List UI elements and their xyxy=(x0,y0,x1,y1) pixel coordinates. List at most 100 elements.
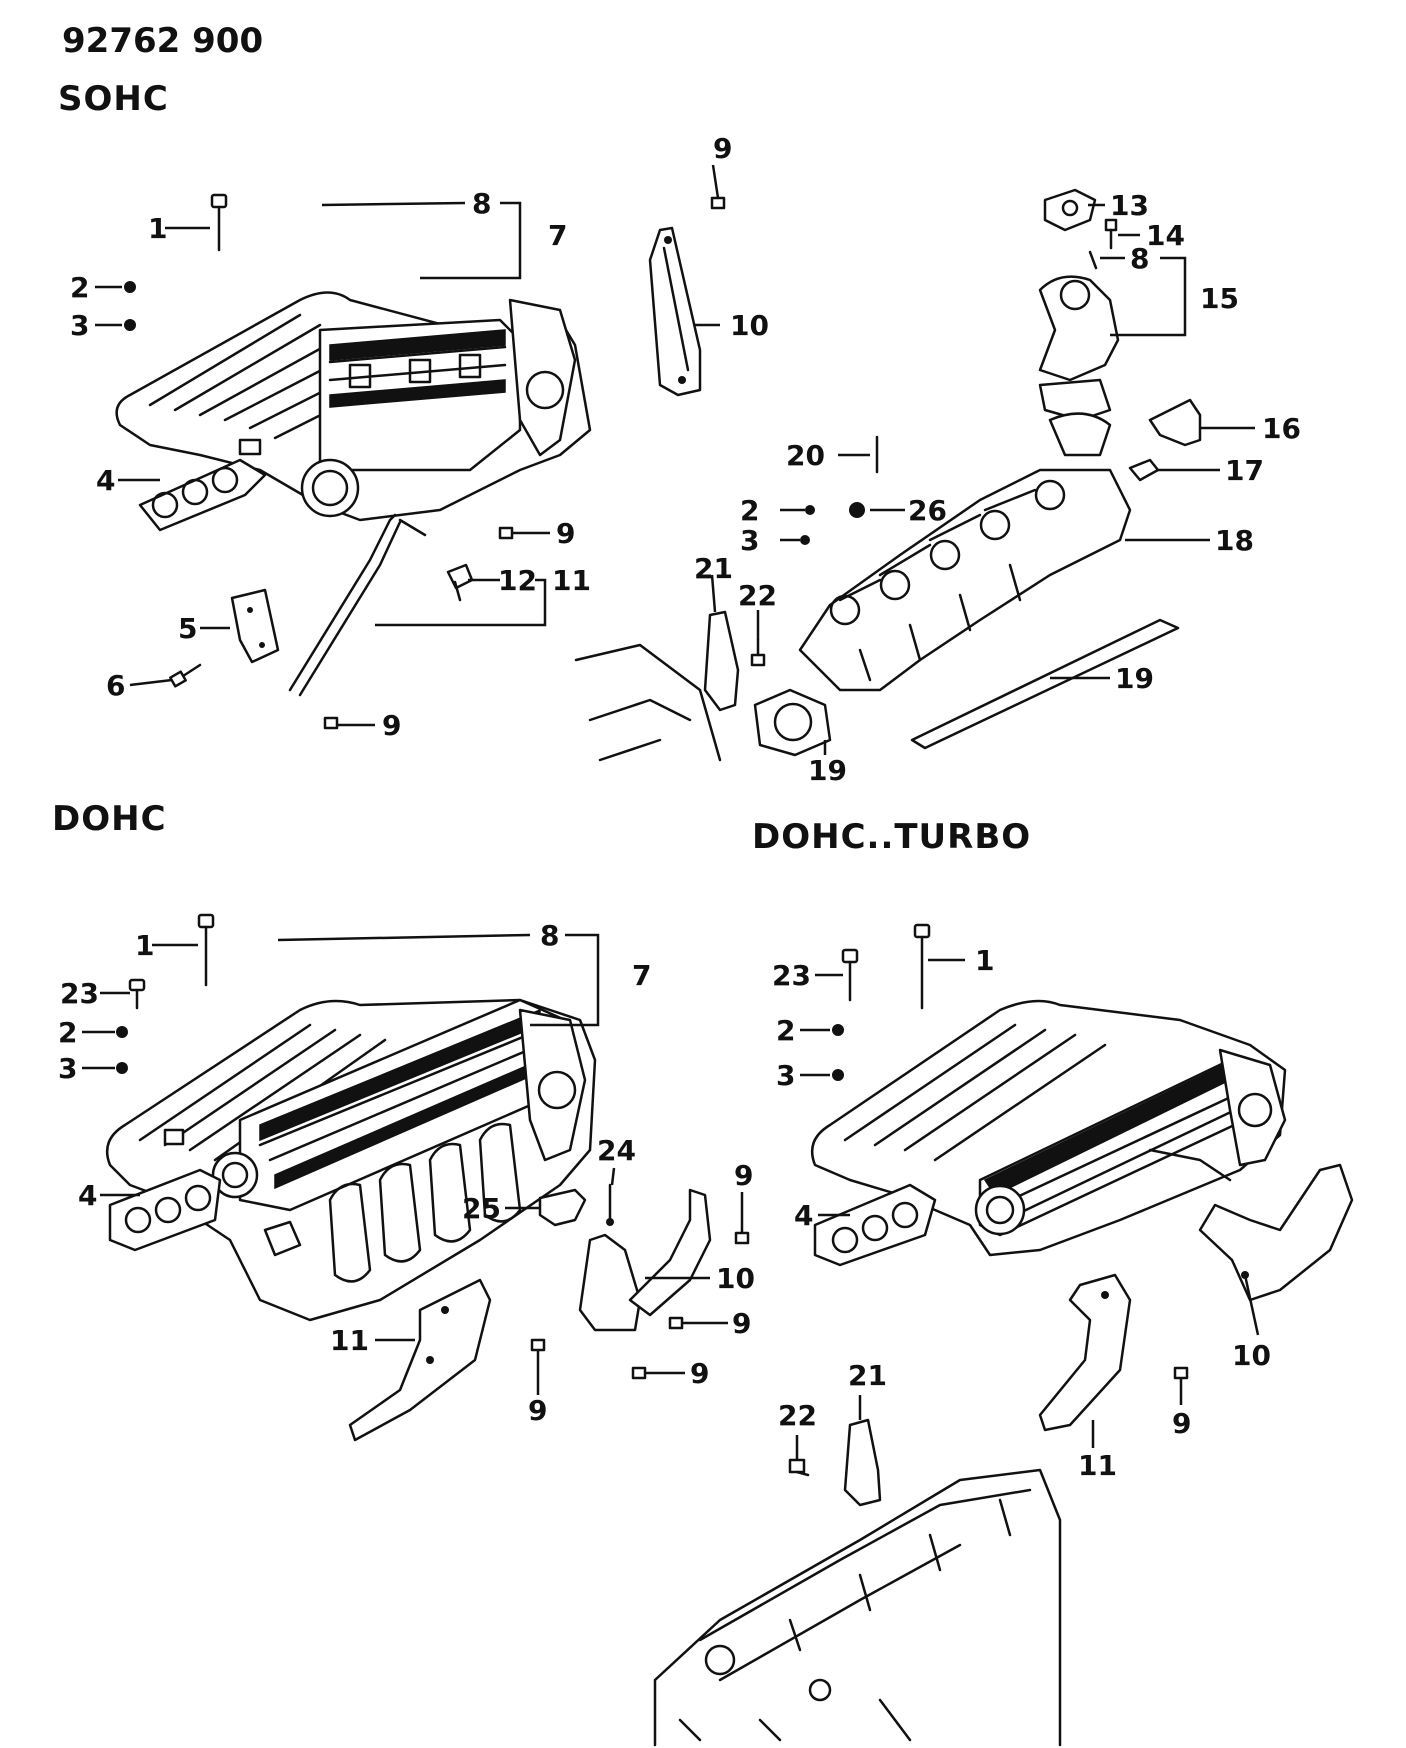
callout-15: 15 xyxy=(1200,282,1239,315)
callout-18: 18 xyxy=(1215,524,1254,557)
sohc-thermostat-housing xyxy=(1038,188,1120,457)
sohc-bolt-6 xyxy=(169,663,202,688)
callout-24: 24 xyxy=(597,1134,636,1167)
sohc-leader-lines xyxy=(95,164,1255,755)
callout-5: 5 xyxy=(178,612,197,645)
dohc-callouts: 1 23 2 3 4 7 8 24 25 9 10 9 9 9 11 xyxy=(58,919,755,1427)
dohc-nuts-2-3 xyxy=(116,1026,128,1074)
callout-2: 2 xyxy=(776,1014,795,1047)
callout-11: 11 xyxy=(1078,1449,1117,1482)
turbo-bolts-23-1 xyxy=(841,923,931,1010)
callout-22: 22 xyxy=(778,1399,817,1432)
sohc-bolt-1 xyxy=(210,193,228,252)
turbo-bolt-9 xyxy=(1173,1366,1189,1380)
sohc-callouts: 1 2 3 4 5 6 7 8 9 9 9 10 11 12 13 14 8 1… xyxy=(70,132,1301,787)
callout-4: 4 xyxy=(96,464,115,497)
callout-9-lower: 9 xyxy=(690,1357,709,1390)
sohc-sensor-17 xyxy=(1128,458,1160,482)
callout-4: 4 xyxy=(78,1179,97,1212)
dohc-upper-intake-plenum xyxy=(105,998,597,1322)
callout-21: 21 xyxy=(848,1359,887,1392)
sohc-plate-5 xyxy=(230,588,280,664)
dohc-gasket-4 xyxy=(108,1168,222,1252)
sohc-gasket-4 xyxy=(138,458,267,532)
sohc-water-pipe-16 xyxy=(1148,398,1202,447)
callout-9-upper: 9 xyxy=(734,1159,753,1192)
callout-14: 14 xyxy=(1146,219,1185,252)
callout-22: 22 xyxy=(738,579,777,612)
section-title-dohc: DOHC xyxy=(52,799,167,839)
callout-9-top: 9 xyxy=(713,132,732,165)
callout-23: 23 xyxy=(60,977,99,1010)
callout-3: 3 xyxy=(70,309,89,342)
callout-19-throttle: 19 xyxy=(808,754,847,787)
sohc-gasket-19-long xyxy=(910,618,1180,750)
callout-13: 13 xyxy=(1110,189,1149,222)
turbo-nuts-2-3 xyxy=(832,1024,844,1081)
sohc-small-bolts-9 xyxy=(323,196,726,730)
sohc-lower-intake-manifold-18 xyxy=(798,468,1132,692)
callout-16: 16 xyxy=(1262,412,1301,445)
callout-9-mid: 9 xyxy=(556,517,575,550)
callout-11: 11 xyxy=(552,564,591,597)
turbo-stay-11 xyxy=(1038,1273,1132,1432)
turbo-bracket-10 xyxy=(1198,1163,1354,1302)
callout-23: 23 xyxy=(772,959,811,992)
document-number: 92762 900 xyxy=(62,21,263,61)
callout-8: 8 xyxy=(472,187,491,220)
callout-7: 7 xyxy=(632,959,651,992)
callout-2-lower: 2 xyxy=(740,494,759,527)
sohc-engine-outline xyxy=(574,643,722,762)
callout-9-bottom: 9 xyxy=(528,1394,547,1427)
callout-2: 2 xyxy=(70,271,89,304)
sohc-bolt-22 xyxy=(750,638,766,667)
sohc-bolt-12 xyxy=(446,563,474,602)
sohc-stay-11 xyxy=(288,513,427,697)
section-title-dohc-turbo: DOHC..TURBO xyxy=(752,817,1031,857)
sohc-bracket-21 xyxy=(703,610,740,712)
callout-26: 26 xyxy=(908,494,947,527)
dohc-bracket-10 xyxy=(578,1188,712,1332)
dohc-bracket-25 xyxy=(538,1188,587,1227)
callout-7: 7 xyxy=(548,219,567,252)
callout-25: 25 xyxy=(462,1192,501,1225)
callout-9-middle: 9 xyxy=(732,1307,751,1340)
callout-2: 2 xyxy=(58,1016,77,1049)
sohc-bracket-10 xyxy=(648,226,702,397)
dohc-leader-lines xyxy=(82,933,744,1395)
callout-8: 8 xyxy=(540,919,559,952)
turbo-gasket-4 xyxy=(813,1183,937,1267)
callout-20: 20 xyxy=(786,439,825,472)
callout-9-bottom: 9 xyxy=(382,709,401,742)
turbo-callouts: 23 1 2 3 4 9 10 11 21 22 xyxy=(772,944,1271,1482)
dohc-stud-24 xyxy=(606,1183,614,1226)
turbo-upper-intake-plenum xyxy=(810,999,1287,1257)
dohc-bolts-1-23 xyxy=(128,913,215,1010)
section-title-sohc: SOHC xyxy=(58,79,169,119)
callout-1: 1 xyxy=(135,929,154,962)
turbo-bolt-22 xyxy=(788,1458,810,1477)
sohc-nuts-2-3 xyxy=(124,281,865,545)
callout-1: 1 xyxy=(975,944,994,977)
callout-19-long: 19 xyxy=(1115,662,1154,695)
callout-3: 3 xyxy=(776,1059,795,1092)
turbo-bracket-21 xyxy=(843,1418,882,1507)
callout-12: 12 xyxy=(498,564,537,597)
dohc-stay-11 xyxy=(348,1278,492,1442)
callout-10: 10 xyxy=(716,1262,755,1295)
callout-11: 11 xyxy=(330,1324,369,1357)
callout-6: 6 xyxy=(106,669,125,702)
turbo-leader-lines xyxy=(795,958,1260,1460)
callout-3-lower: 3 xyxy=(740,524,759,557)
callout-9: 9 xyxy=(1172,1407,1191,1440)
callout-4: 4 xyxy=(794,1199,813,1232)
callout-21: 21 xyxy=(694,552,733,585)
callout-10: 10 xyxy=(1232,1339,1271,1372)
sohc-gasket-19-throttle xyxy=(753,688,832,757)
callout-10: 10 xyxy=(730,309,769,342)
callout-3: 3 xyxy=(58,1052,77,1085)
turbo-cylinder-head-outline xyxy=(653,1468,1062,1747)
callout-8-thermo: 8 xyxy=(1130,242,1149,275)
callout-17: 17 xyxy=(1225,454,1264,487)
